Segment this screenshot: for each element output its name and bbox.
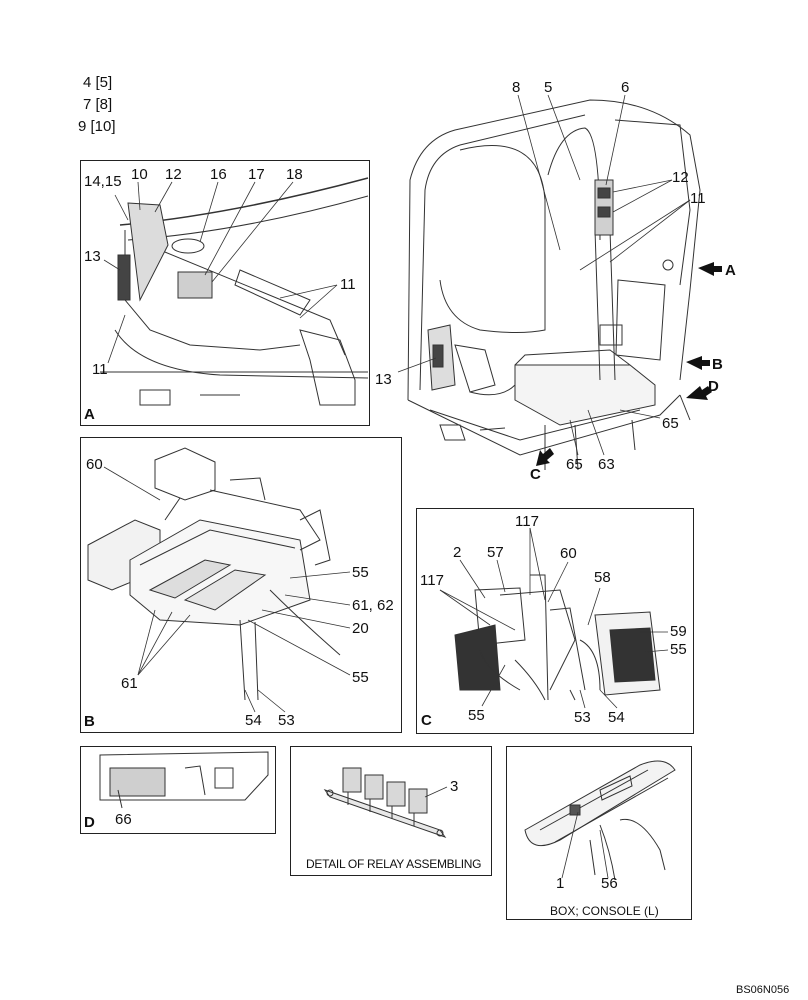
main-callout-5: 5 bbox=[544, 79, 553, 96]
panel-c-callout-53: 53 bbox=[574, 709, 591, 726]
panel-c-callout-117-left: 117 bbox=[420, 572, 444, 589]
panel-c-callout-59: 59 bbox=[670, 623, 687, 640]
panel-a-callout-11-right: 11 bbox=[340, 276, 356, 293]
panel-b-callout-61-62: 61, 62 bbox=[352, 597, 394, 614]
panel-a-callout-17: 17 bbox=[248, 166, 265, 183]
panel-b-callout-61: 61 bbox=[121, 675, 138, 692]
panel-c-callout-54: 54 bbox=[608, 709, 625, 726]
console-callout-56: 56 bbox=[601, 875, 618, 892]
console-caption: BOX; CONSOLE (L) bbox=[550, 904, 659, 918]
main-callout-65-right: 65 bbox=[662, 415, 679, 432]
main-callout-65-left: 65 bbox=[566, 456, 583, 473]
panel-b-callout-20: 20 bbox=[352, 620, 369, 637]
panel-b-callout-53: 53 bbox=[278, 712, 295, 729]
panel-c-callout-57: 57 bbox=[487, 544, 504, 561]
panel-b-callout-55-bottom: 55 bbox=[352, 669, 369, 686]
panel-d-callout-66: 66 bbox=[115, 811, 132, 828]
panel-b-letter: B bbox=[84, 713, 95, 730]
view-arrow-c-label: C bbox=[530, 466, 541, 483]
view-arrow-a-label: A bbox=[725, 262, 736, 279]
relay-caption: DETAIL OF RELAY ASSEMBLING bbox=[306, 857, 482, 871]
panel-a-callout-14-15: 14,15 bbox=[84, 173, 122, 190]
panel-a-callout-10: 10 bbox=[131, 166, 148, 183]
panel-a-callout-13: 13 bbox=[84, 248, 101, 265]
panel-c-callout-58: 58 bbox=[594, 569, 611, 586]
header-line-2: 7 [8] bbox=[83, 96, 113, 113]
panel-c-callout-60: 60 bbox=[560, 545, 577, 562]
main-callout-8: 8 bbox=[512, 79, 521, 96]
main-callout-12: 12 bbox=[672, 169, 689, 186]
panel-a-letter: A bbox=[84, 406, 95, 423]
panel-b-callout-60: 60 bbox=[86, 456, 103, 473]
panel-c-callout-55-right: 55 bbox=[670, 641, 687, 658]
panel-c-letter: C bbox=[421, 712, 432, 729]
panel-d-letter: D bbox=[84, 814, 95, 831]
view-arrow-d-label: D bbox=[708, 378, 719, 395]
console-callout-1: 1 bbox=[556, 875, 565, 892]
panel-b-callout-55-top: 55 bbox=[352, 564, 369, 581]
relay-callout-3: 3 bbox=[450, 778, 459, 795]
drawing-code: BS06N056 bbox=[736, 984, 790, 996]
main-callout-13: 13 bbox=[375, 371, 392, 388]
panel-a-callout-18: 18 bbox=[286, 166, 303, 183]
panel-c-callout-117-top: 117 bbox=[515, 513, 539, 530]
view-arrow-b-label: B bbox=[712, 356, 723, 373]
main-callout-6: 6 bbox=[621, 79, 630, 96]
panel-c-callout-55-bottom: 55 bbox=[468, 707, 485, 724]
panel-a-callout-16: 16 bbox=[210, 166, 227, 183]
panel-a-callout-12: 12 bbox=[165, 166, 182, 183]
panel-a-callout-11-left: 11 bbox=[92, 361, 108, 378]
main-callout-63: 63 bbox=[598, 456, 615, 473]
panel-b-callout-54: 54 bbox=[245, 712, 262, 729]
panel-relay-detail bbox=[290, 746, 492, 876]
main-callout-11: 11 bbox=[690, 190, 706, 207]
panel-c-callout-2: 2 bbox=[453, 544, 462, 561]
header-line-3: 9 [10] bbox=[78, 118, 116, 135]
header-line-1: 4 [5] bbox=[83, 74, 113, 91]
